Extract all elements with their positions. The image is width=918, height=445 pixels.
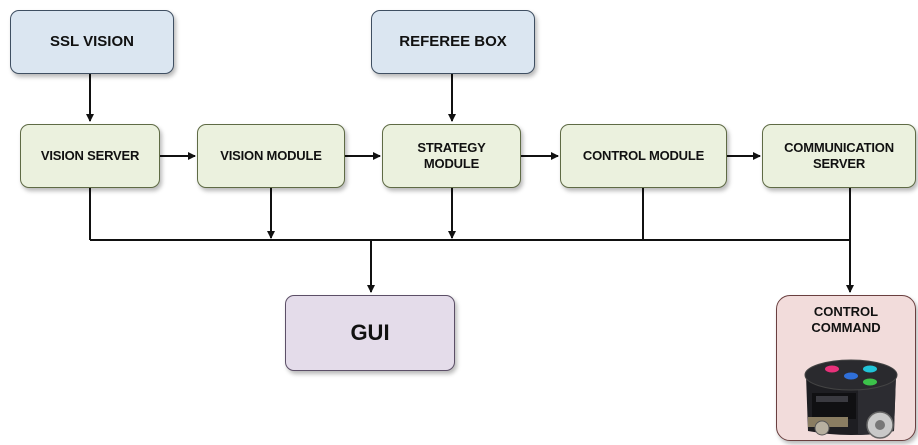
robot-logo-plate <box>816 396 848 402</box>
robot-led-pink <box>825 365 839 373</box>
control-module-box: CONTROL MODULE <box>560 124 727 188</box>
control-command-label: CONTROL COMMAND <box>811 304 881 336</box>
robot-gear <box>814 420 830 436</box>
vision-server-label: VISION SERVER <box>40 147 140 163</box>
ssl-vision-label: SSL VISION <box>50 32 134 50</box>
robot-led-green <box>863 378 877 386</box>
robot-kicker <box>808 417 848 427</box>
robot-image <box>804 359 898 439</box>
communication-server-label: COMMUNICATION SERVER <box>784 139 894 171</box>
robot-led-blue <box>844 372 858 380</box>
robot-led-cyan <box>863 365 877 373</box>
robot-wheel-hub <box>875 420 885 430</box>
referee-box-box: REFEREE BOX <box>371 10 535 74</box>
strategy-module-box: STRATEGY MODULE <box>382 124 521 188</box>
vision-module-box: VISION MODULE <box>197 124 345 188</box>
ssl-vision-box: SSL VISION <box>10 10 174 74</box>
vision-module-label: VISION MODULE <box>220 147 322 163</box>
communication-server-box: COMMUNICATION SERVER <box>762 124 916 188</box>
referee-box-label: REFEREE BOX <box>399 32 507 50</box>
control-module-label: CONTROL MODULE <box>582 147 705 163</box>
gui-box: GUI <box>285 295 455 371</box>
strategy-module-label: STRATEGY MODULE <box>417 139 486 171</box>
vision-server-box: VISION SERVER <box>20 124 160 188</box>
gui-label: GUI <box>350 320 390 346</box>
